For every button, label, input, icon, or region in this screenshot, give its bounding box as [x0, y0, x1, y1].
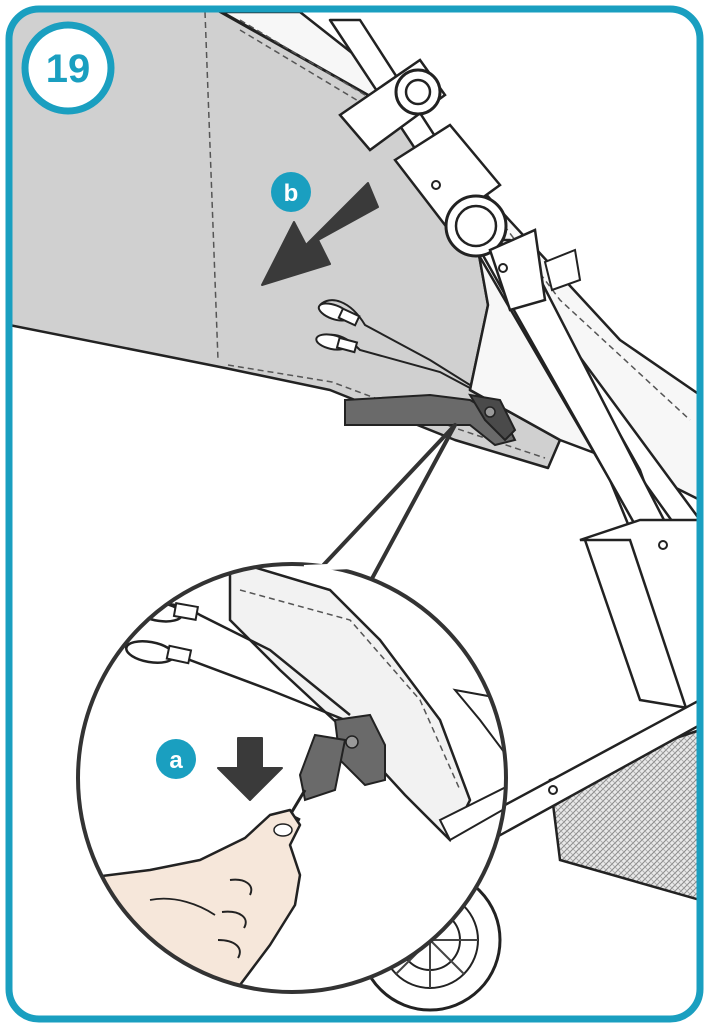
callout-a-badge: a	[156, 739, 196, 779]
seat-panel	[579, 518, 700, 722]
step-number: 19	[46, 47, 91, 91]
hinge-bracket	[338, 58, 582, 312]
zoom-detail	[76, 562, 508, 994]
callout-a-label: a	[169, 747, 183, 774]
callout-b-badge: b	[271, 172, 311, 212]
arrow-down-icon	[217, 737, 283, 801]
step-number-badge: 19	[21, 21, 115, 115]
canopy-cords	[315, 299, 471, 389]
arrow-down-left-icon	[261, 182, 379, 286]
page-frame	[5, 5, 704, 1023]
callout-b-label: b	[284, 180, 299, 207]
buckle-clasp	[344, 393, 517, 447]
